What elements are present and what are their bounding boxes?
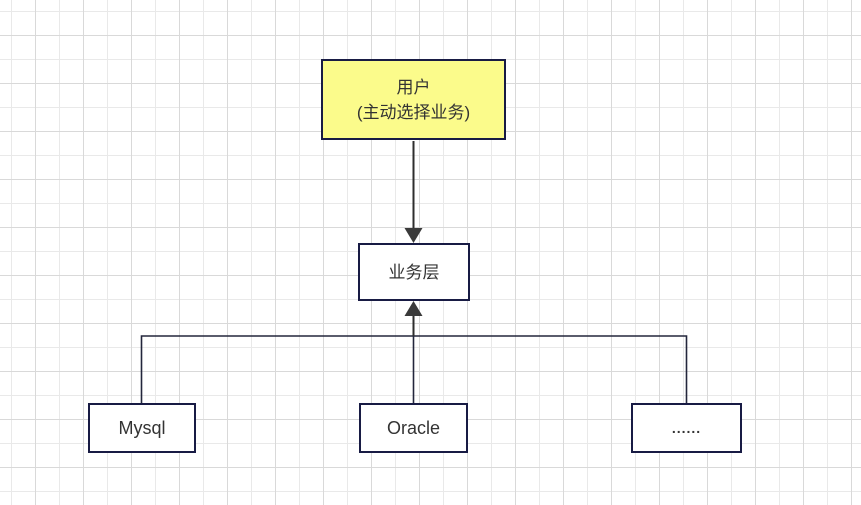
node-user-label-line1: 用户 bbox=[396, 77, 431, 97]
node-others-label: ...... bbox=[671, 419, 702, 436]
arrowhead-up-icon bbox=[404, 301, 423, 316]
node-oracle[interactable]: Oracle bbox=[359, 403, 468, 453]
node-oracle-label: Oracle bbox=[386, 417, 440, 438]
node-mysql-label: Mysql bbox=[118, 417, 166, 438]
node-business-layer[interactable]: 业务层 bbox=[358, 243, 470, 301]
node-user-label-line2: (主动选择业务) bbox=[356, 102, 471, 122]
arrowhead-down-icon bbox=[404, 228, 423, 243]
node-business-label: 业务层 bbox=[388, 262, 440, 282]
node-user[interactable]: 用户 (主动选择业务) bbox=[321, 59, 506, 140]
node-others[interactable]: ...... bbox=[631, 403, 742, 453]
node-mysql[interactable]: Mysql bbox=[88, 403, 196, 453]
